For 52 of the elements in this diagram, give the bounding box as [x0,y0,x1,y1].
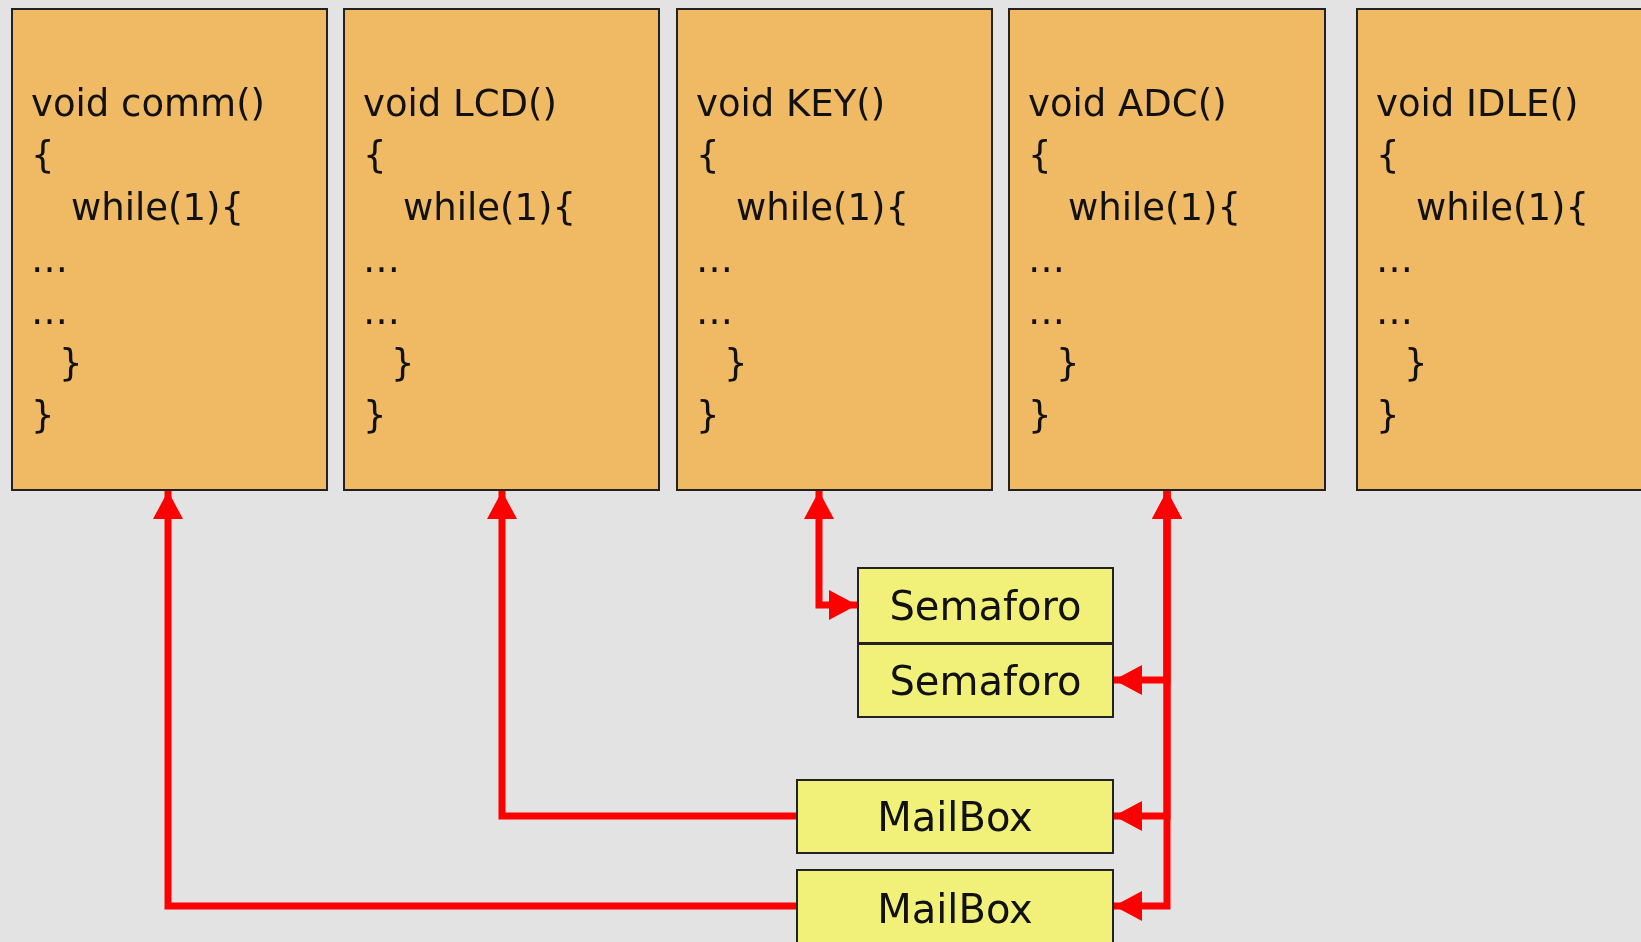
code-line: while(1){ [1416,185,1589,231]
code-line: { [696,133,720,179]
code-line: } [1376,393,1400,439]
code-line: } [59,341,83,387]
code-line: … [363,237,400,283]
code-line: { [363,133,387,179]
code-line: } [31,393,55,439]
code-line: void KEY() [696,81,886,127]
code-line: while(1){ [1068,185,1241,231]
kernel-object-box [857,567,1114,644]
task-box [1008,8,1326,491]
code-line: … [1376,237,1413,283]
kernel-object-box [796,779,1114,854]
code-line: … [696,237,733,283]
code-line: { [1376,133,1400,179]
arrow [804,491,857,620]
code-line: { [31,133,55,179]
code-line: while(1){ [403,185,576,231]
object-label: MailBox [877,794,1033,839]
code-line: { [1028,133,1052,179]
code-line: … [1028,237,1065,283]
code-line: void ADC() [1028,81,1227,127]
code-line: } [696,393,720,439]
object-label: Semaforo [889,658,1082,703]
arrow [487,491,796,820]
code-line: … [696,289,733,335]
task-box [676,8,993,491]
code-line: void LCD() [363,81,557,127]
task-box [1356,8,1641,491]
code-line: … [31,289,68,335]
arrow [153,491,796,910]
task-box [11,8,328,491]
code-line: … [1028,289,1065,335]
code-line: } [1404,341,1428,387]
code-line: void IDLE() [1376,81,1579,127]
code-line: } [391,341,415,387]
arrow [1114,491,1182,921]
object-label: Semaforo [889,583,1082,628]
code-line: } [724,341,748,387]
code-line: } [363,393,387,439]
code-line: … [1376,289,1413,335]
task-box [343,8,660,491]
kernel-object-box [857,643,1114,718]
code-line: … [363,289,400,335]
code-line: while(1){ [736,185,909,231]
code-line: void comm() [31,81,265,127]
code-line: } [1028,393,1052,439]
code-line: } [1056,341,1080,387]
code-line: while(1){ [71,185,244,231]
object-label: MailBox [877,887,1033,931]
code-line: … [31,237,68,283]
kernel-object-box [796,869,1114,942]
